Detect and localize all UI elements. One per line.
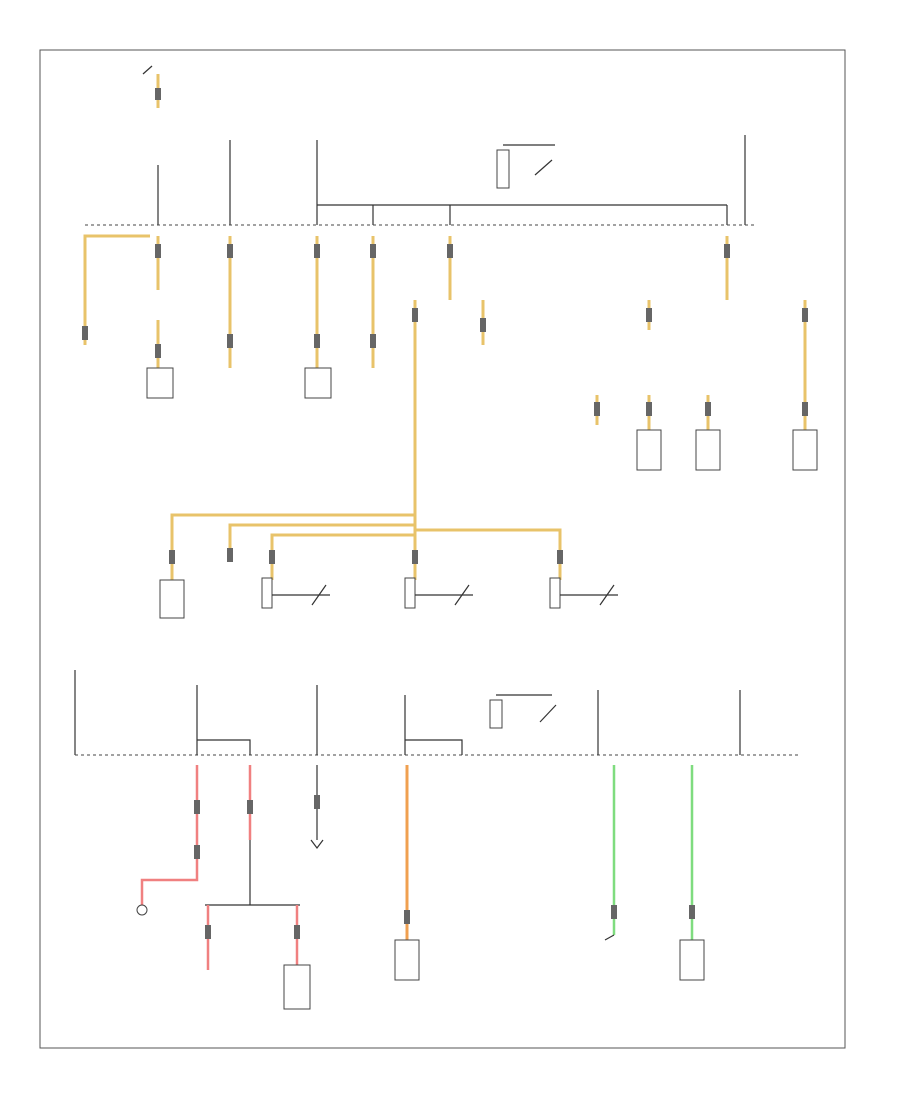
connector bbox=[314, 334, 320, 348]
connector bbox=[404, 910, 410, 924]
component-box bbox=[679, 939, 705, 981]
component-box bbox=[304, 367, 332, 399]
connector bbox=[169, 550, 175, 564]
connector bbox=[594, 402, 600, 416]
connector bbox=[480, 318, 486, 332]
wire-mid-3 bbox=[270, 533, 415, 580]
connector bbox=[447, 244, 453, 258]
wire-mid-4 bbox=[415, 528, 562, 580]
component-box bbox=[159, 579, 185, 619]
connector bbox=[205, 925, 211, 939]
switch-contact bbox=[599, 584, 615, 606]
ground-icon bbox=[136, 904, 148, 916]
switch-contact bbox=[454, 584, 470, 606]
connector bbox=[646, 402, 652, 416]
component-box bbox=[146, 367, 174, 399]
component-box bbox=[283, 964, 311, 1010]
relay-coil bbox=[489, 699, 503, 729]
connector bbox=[269, 550, 275, 564]
top-section bbox=[82, 65, 818, 545]
connector bbox=[412, 308, 418, 322]
component-box bbox=[695, 429, 721, 471]
connector bbox=[370, 244, 376, 258]
component-box bbox=[636, 429, 662, 471]
diagram-frame bbox=[39, 49, 846, 1049]
arrow-icon bbox=[310, 839, 324, 849]
connector bbox=[194, 845, 200, 859]
connector bbox=[611, 905, 617, 919]
relay-switch bbox=[539, 704, 557, 723]
connector bbox=[227, 548, 233, 562]
connector bbox=[370, 334, 376, 348]
feed-branch-b2 bbox=[405, 739, 463, 755]
switch-contact bbox=[142, 65, 153, 75]
wire-left-1 bbox=[83, 234, 150, 345]
relay-switch bbox=[534, 159, 553, 176]
connector bbox=[155, 244, 161, 258]
wire-pink-1 bbox=[140, 765, 199, 905]
connector bbox=[314, 244, 320, 258]
connector bbox=[705, 402, 711, 416]
connector bbox=[802, 308, 808, 322]
connector bbox=[557, 550, 563, 564]
switch-contact bbox=[311, 584, 327, 606]
connector bbox=[82, 326, 88, 340]
wire-mid-2 bbox=[228, 523, 415, 548]
bottom-section bbox=[74, 670, 800, 1010]
switch-body bbox=[549, 577, 561, 609]
switch-body bbox=[404, 577, 416, 609]
connector bbox=[802, 402, 808, 416]
connector bbox=[724, 244, 730, 258]
connector bbox=[247, 800, 253, 814]
connector bbox=[412, 550, 418, 564]
connector bbox=[227, 334, 233, 348]
connector bbox=[314, 795, 320, 809]
connector bbox=[646, 308, 652, 322]
relay-coil bbox=[496, 149, 510, 189]
feed-branch-b1 bbox=[197, 739, 251, 755]
component-box bbox=[792, 429, 818, 471]
connector bbox=[194, 800, 200, 814]
component-box bbox=[394, 939, 420, 981]
connector bbox=[155, 88, 161, 100]
middle-section bbox=[159, 513, 618, 619]
connector bbox=[689, 905, 695, 919]
connector bbox=[155, 344, 161, 358]
connector bbox=[294, 925, 300, 939]
switch-body bbox=[261, 577, 273, 609]
connector bbox=[227, 244, 233, 258]
ground-line bbox=[604, 934, 615, 941]
